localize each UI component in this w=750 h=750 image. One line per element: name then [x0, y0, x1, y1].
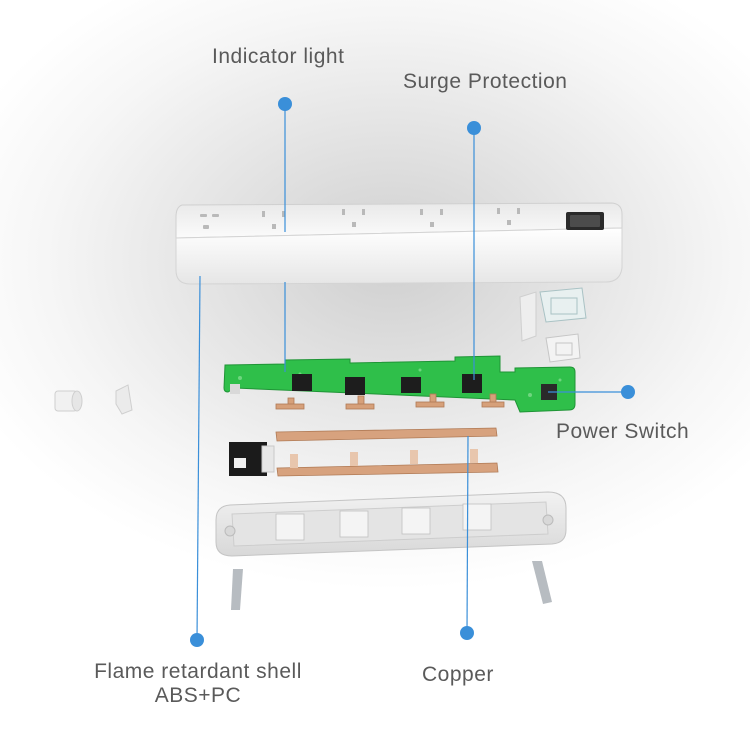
copper-terminals	[275, 393, 505, 410]
top-cover	[175, 202, 623, 285]
callout-lines	[196, 104, 628, 641]
callout-dot	[278, 97, 292, 111]
callout-line	[196, 275, 201, 641]
callout-dot	[460, 626, 474, 640]
socket-holes	[200, 208, 520, 229]
screws	[231, 561, 552, 610]
callout-dots	[190, 97, 635, 647]
pcb-board	[223, 355, 576, 413]
label-flame-shell-line1: Flame retardant shell	[94, 660, 302, 683]
label-flame-shell-line2: ABS+PC	[154, 684, 242, 707]
callout-line	[466, 435, 469, 634]
rocker-switch	[229, 442, 275, 476]
label-flame-shell: Flame retardant shell ABS+PC	[80, 660, 316, 708]
small-parts	[54, 384, 133, 415]
callout-dot	[190, 633, 204, 647]
label-indicator-light: Indicator light	[212, 45, 345, 68]
label-power-switch: Power Switch	[556, 420, 690, 443]
label-copper: Copper	[422, 663, 494, 686]
switch-parts	[519, 287, 587, 363]
callout-dot	[621, 385, 635, 399]
label-surge-protection: Surge Protection	[403, 70, 568, 93]
copper-rails	[275, 427, 499, 477]
surge-component	[292, 374, 312, 391]
base-housing	[215, 491, 567, 557]
callout-dot	[467, 121, 481, 135]
